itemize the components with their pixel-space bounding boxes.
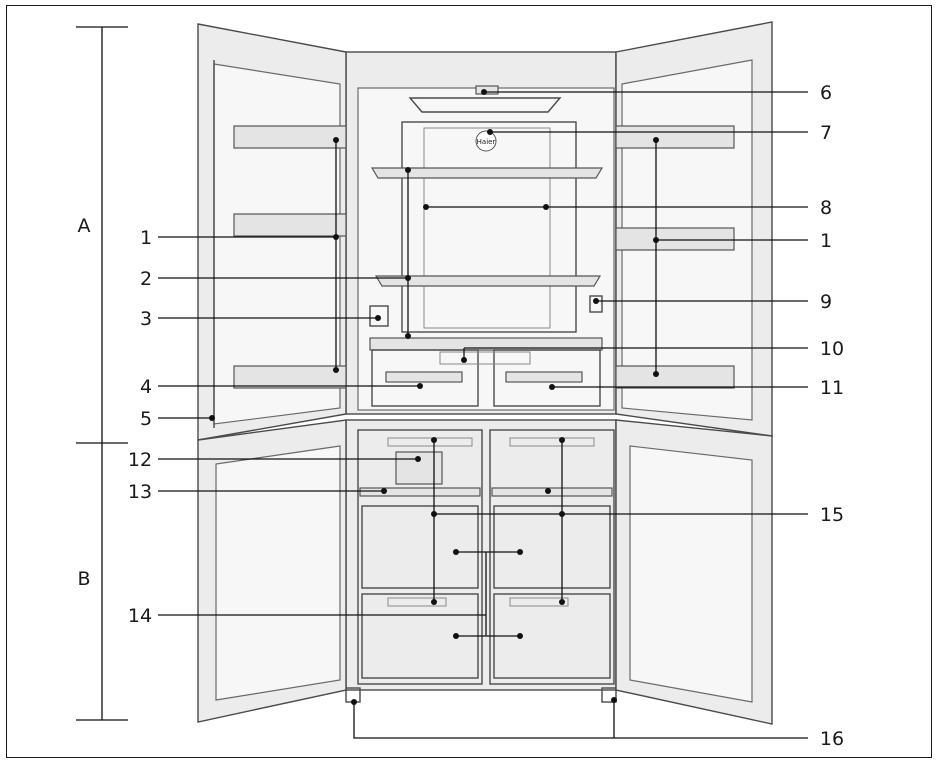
door-lower-right [615, 419, 773, 725]
door-upper-left [197, 23, 347, 441]
callout-14: 14 [128, 605, 152, 627]
callout-2: 2 [140, 268, 152, 290]
brand-logo: Haier [477, 138, 496, 146]
callout-1-left: 1 [140, 227, 152, 249]
callout-7: 7 [820, 122, 832, 144]
callout-16: 16 [820, 728, 844, 750]
callout-10: 10 [820, 338, 844, 360]
callout-13: 13 [128, 481, 152, 503]
callout-11: 11 [820, 377, 844, 399]
callout-4: 4 [140, 376, 152, 398]
door-upper-right [615, 21, 773, 437]
callout-3: 3 [140, 308, 152, 330]
callout-9: 9 [820, 291, 832, 313]
callout-15: 15 [820, 504, 844, 526]
section-label-b: B [77, 568, 90, 590]
callout-12: 12 [128, 449, 152, 471]
section-label-a: A [78, 215, 91, 237]
callout-6: 6 [820, 82, 832, 104]
section-bracket [76, 26, 128, 721]
callout-8: 8 [820, 197, 832, 219]
fridge-body [345, 51, 617, 703]
callout-1-right: 1 [820, 230, 832, 252]
leader-lines [158, 89, 808, 739]
callout-5: 5 [140, 408, 152, 430]
door-lower-left [197, 419, 347, 723]
